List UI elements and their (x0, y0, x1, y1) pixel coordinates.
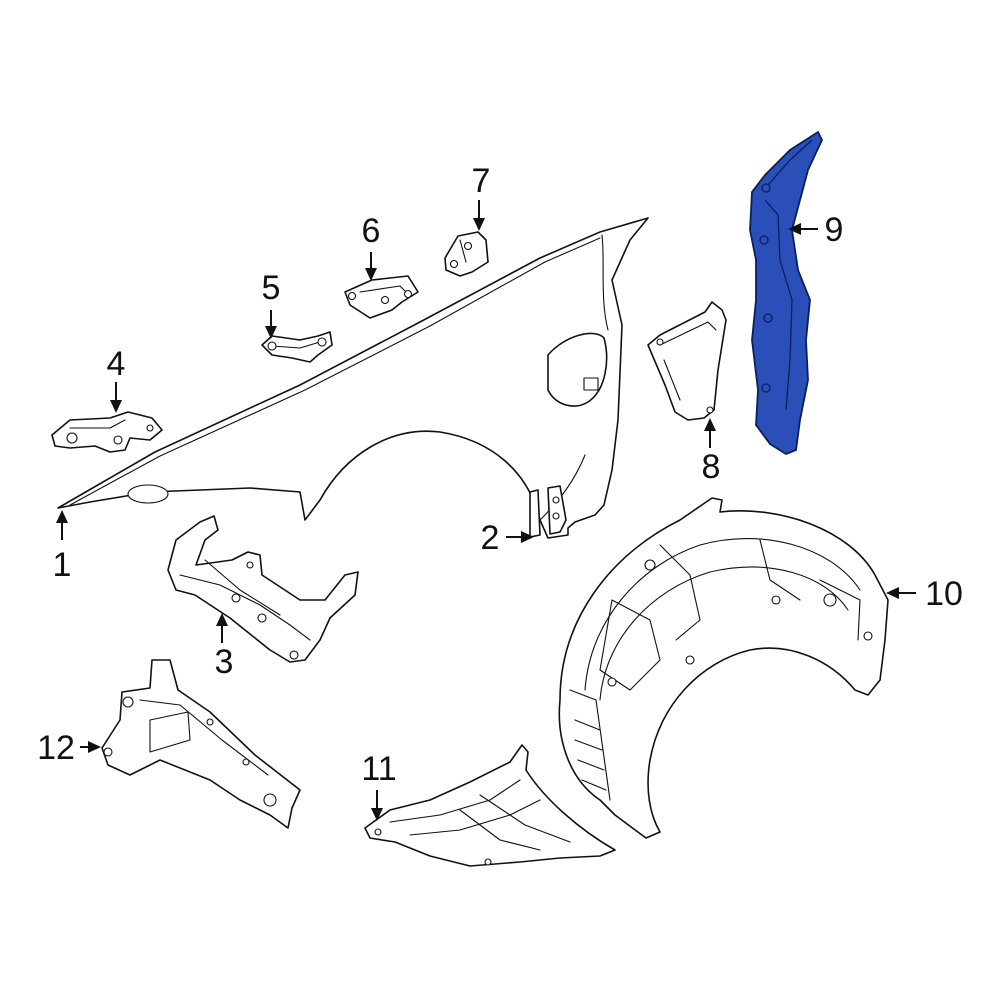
callout-4-label: 4 (107, 345, 126, 383)
callout-10: 10 (886, 575, 963, 613)
part-10-fender-liner[interactable] (558, 497, 889, 839)
part-3-support-bracket[interactable] (167, 515, 359, 663)
callout-4: 4 (107, 345, 126, 413)
callout-5: 5 (262, 269, 281, 339)
callout-9-label: 9 (825, 211, 844, 249)
part-4-bracket[interactable] (51, 411, 163, 453)
callout-2: 2 (481, 519, 534, 557)
callout-10-label: 10 (925, 575, 963, 613)
part-11-splash-shield[interactable] (364, 744, 616, 867)
callout-3: 3 (215, 613, 234, 681)
callout-12: 12 (37, 729, 101, 767)
callout-8-label: 8 (702, 448, 721, 486)
part-8-trim[interactable] (647, 301, 727, 421)
callout-3-label: 3 (215, 643, 234, 681)
callout-9: 9 (788, 211, 843, 249)
callout-5-label: 5 (262, 269, 281, 307)
part-2-bracket[interactable] (529, 485, 567, 538)
part-1-fender[interactable] (57, 217, 649, 539)
callout-6: 6 (362, 212, 381, 281)
part-12-reinforcement[interactable] (101, 659, 301, 829)
callout-1-label: 1 (53, 546, 72, 584)
callout-11: 11 (361, 750, 397, 821)
callout-7-label: 7 (472, 162, 491, 200)
callout-11-label: 11 (361, 750, 396, 788)
part-7-bracket[interactable] (444, 231, 489, 277)
callout-8: 8 (702, 418, 721, 486)
callout-12-label: 12 (37, 729, 75, 767)
callout-2-label: 2 (481, 519, 500, 557)
part-9-panel[interactable] (749, 131, 823, 455)
callout-1: 1 (53, 510, 72, 584)
callout-6-label: 6 (362, 212, 381, 250)
part-6-bracket[interactable] (344, 275, 419, 319)
part-5-bracket[interactable] (261, 331, 333, 363)
callout-7: 7 (472, 162, 491, 231)
